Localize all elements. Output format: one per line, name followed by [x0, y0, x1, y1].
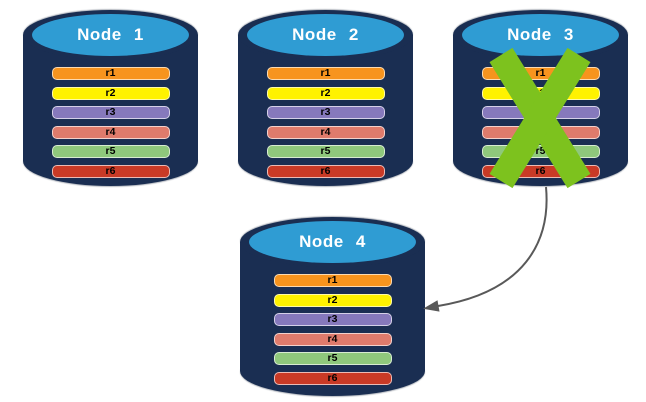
- node-label: Node 3: [507, 25, 574, 44]
- record-stack: r1 r2 r3 r4 r5 r6: [273, 274, 392, 385]
- arrowhead-icon: [423, 300, 440, 312]
- node-4: Node 4 r1 r2 r3 r4 r5 r6: [240, 217, 425, 396]
- arrow-curve: [437, 186, 548, 307]
- record-bar: r6: [273, 371, 392, 385]
- node-label: Node 4: [299, 232, 366, 251]
- record-bar: r1: [266, 67, 385, 80]
- record-bar: r1: [273, 274, 392, 287]
- record-bar: r4: [266, 125, 385, 139]
- record-stack: r1 r2 r3 r4 r5 r6: [51, 67, 170, 178]
- record-bar: r1: [51, 67, 170, 80]
- record-bar: r2: [273, 293, 392, 307]
- record-bar: r4: [273, 332, 392, 346]
- record-bar: r4: [51, 125, 170, 139]
- record-bar: r5: [273, 352, 392, 365]
- failure-x-icon: [489, 47, 591, 189]
- node-label: Node 1: [77, 25, 144, 44]
- node-label: Node 2: [292, 25, 359, 44]
- cylinder-top-face: [32, 14, 189, 56]
- record-bar: r5: [266, 145, 385, 158]
- node-1: Node 1 r1 r2 r3 r4 r5 r6: [23, 10, 198, 186]
- record-stack: r1 r2 r3 r4 r5 r6: [266, 67, 385, 178]
- record-bar: r6: [266, 164, 385, 178]
- record-bar: r3: [51, 106, 170, 119]
- record-bar: r3: [266, 106, 385, 119]
- record-bar: r2: [266, 86, 385, 100]
- cylinder-top-face: [247, 14, 404, 56]
- node-3: Node 3 r1 r2 r3 r4 r5 r6: [453, 10, 628, 189]
- record-bar: r6: [51, 164, 170, 178]
- record-bar: r3: [273, 313, 392, 326]
- record-bar: r5: [51, 145, 170, 158]
- record-bar: r2: [51, 86, 170, 100]
- node-2: Node 2 r1 r2 r3 r4 r5 r6: [238, 10, 413, 186]
- cylinder-top-face: [462, 14, 619, 56]
- cylinder-top-face: [249, 221, 416, 263]
